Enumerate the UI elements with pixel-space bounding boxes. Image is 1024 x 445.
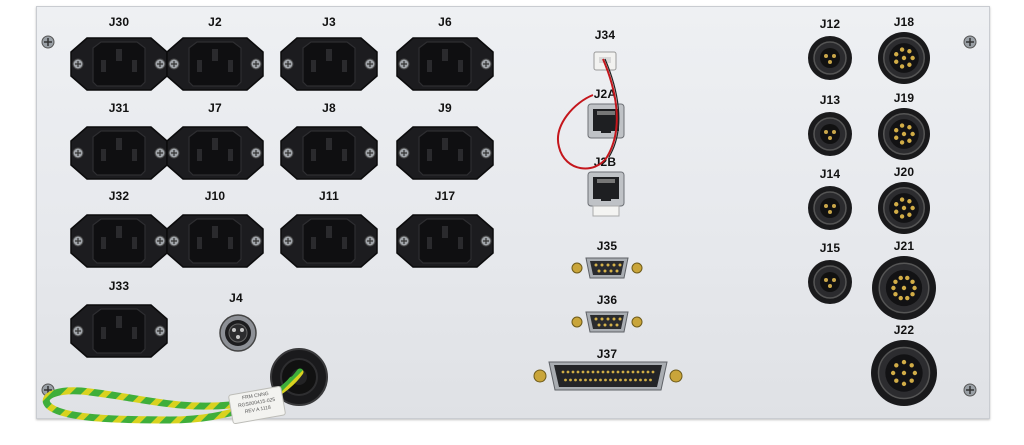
panel-screw-top-left (41, 35, 55, 49)
outlet-j6[interactable] (389, 34, 501, 94)
circular-connector-j18[interactable] (877, 31, 931, 85)
j2a-label: J2A (593, 87, 617, 101)
j37-db37-port[interactable] (531, 359, 685, 393)
circular-connector-j21[interactable] (871, 255, 937, 321)
outlet-label-j30: J30 (108, 15, 130, 29)
outlet-label-j32: J32 (108, 189, 130, 203)
j34-label: J34 (594, 28, 616, 42)
circular-label-j15: J15 (819, 241, 841, 255)
outlet-j7[interactable] (159, 123, 271, 183)
outlet-j11[interactable] (273, 211, 385, 271)
circular-label-j19: J19 (893, 91, 915, 105)
red-patch-wire (556, 58, 620, 170)
j36-db9-port[interactable] (569, 309, 645, 335)
outlet-j32[interactable] (63, 211, 175, 271)
j35-db9-port[interactable] (569, 255, 645, 281)
circular-label-j22: J22 (893, 323, 915, 337)
circular-label-j12: J12 (819, 17, 841, 31)
outlet-j3[interactable] (273, 34, 385, 94)
outlet-label-j11: J11 (319, 189, 339, 203)
outlet-j33[interactable] (63, 301, 175, 361)
outlet-j9[interactable] (389, 123, 501, 183)
outlet-j30[interactable] (63, 34, 175, 94)
circular-connector-j19[interactable] (877, 107, 931, 161)
circular-label-j13: J13 (819, 93, 841, 107)
outlet-label-j17: J17 (434, 189, 456, 203)
j4-connector[interactable] (218, 313, 258, 353)
circular-connector-j20[interactable] (877, 181, 931, 235)
outlet-label-j31: J31 (108, 101, 130, 115)
outlet-j2[interactable] (159, 34, 271, 94)
outlet-label-j33: J33 (108, 279, 130, 293)
circular-label-j21: J21 (893, 239, 915, 253)
circular-label-j18: J18 (893, 15, 915, 29)
outlet-j10[interactable] (159, 211, 271, 271)
circular-connector-j22[interactable] (870, 339, 938, 407)
circular-label-j20: J20 (893, 165, 915, 179)
j36-label: J36 (596, 293, 618, 307)
outlet-j17[interactable] (389, 211, 501, 271)
circular-connector-j12[interactable] (807, 35, 853, 81)
j4-label: J4 (229, 291, 243, 305)
panel-screw-top-right (963, 35, 977, 49)
outlet-label-j2: J2 (208, 15, 222, 29)
circular-label-j14: J14 (819, 167, 841, 181)
j2b-rj45-port[interactable] (587, 171, 625, 217)
circular-connector-j14[interactable] (807, 185, 853, 231)
j37-label: J37 (596, 347, 618, 361)
circular-connector-j15[interactable] (807, 259, 853, 305)
outlet-j31[interactable] (63, 123, 175, 183)
outlet-label-j8: J8 (322, 101, 336, 115)
j35-label: J35 (596, 239, 618, 253)
outlet-label-j3: J3 (322, 15, 336, 29)
outlet-label-j7: J7 (208, 101, 222, 115)
circular-connector-j13[interactable] (807, 111, 853, 157)
j2a-rj45-port[interactable] (587, 103, 625, 139)
outlet-label-j10: J10 (204, 189, 226, 203)
outlet-label-j9: J9 (438, 101, 452, 115)
outlet-label-j6: J6 (438, 15, 452, 29)
panel-screw-bottom-right (963, 383, 977, 397)
outlet-j8[interactable] (273, 123, 385, 183)
